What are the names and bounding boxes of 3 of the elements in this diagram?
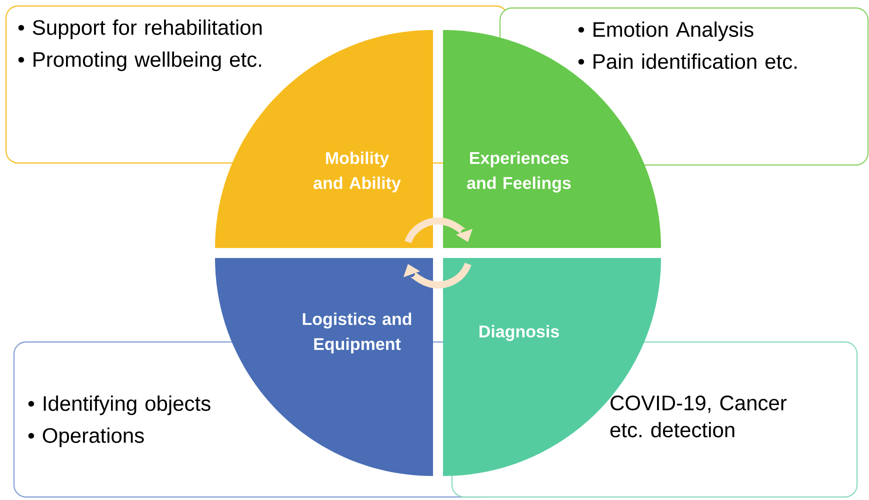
cycle-arrow [403,262,472,288]
cycle-arrow [404,218,473,244]
quadrant: Logistics and Equipment [215,258,433,476]
